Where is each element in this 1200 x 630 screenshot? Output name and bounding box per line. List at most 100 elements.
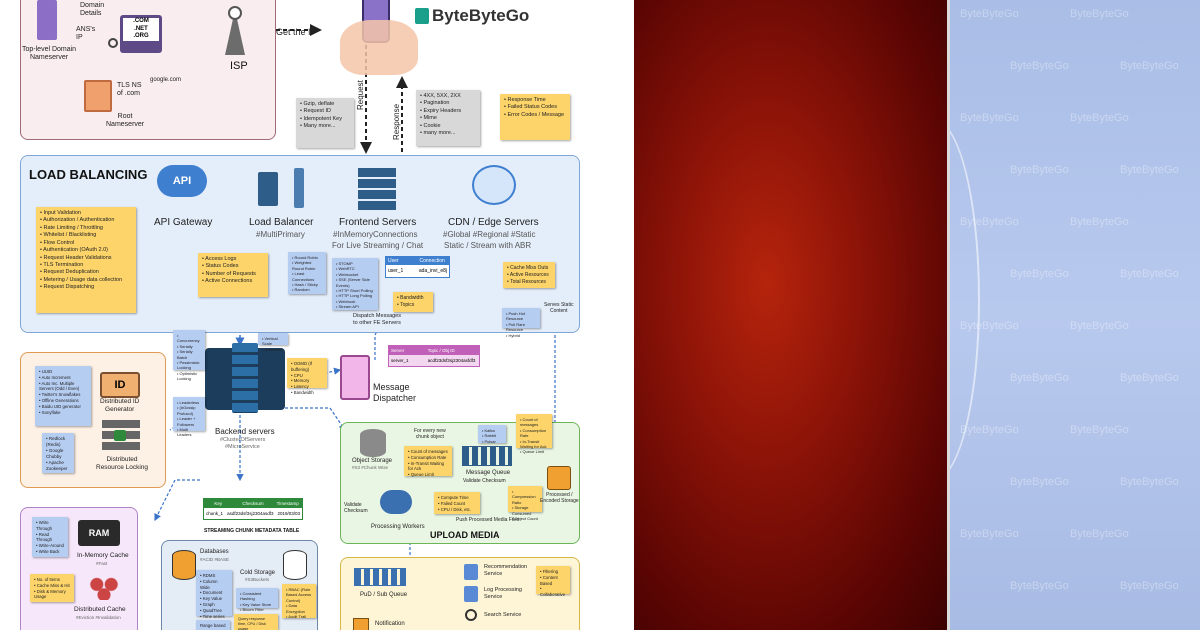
brand-watermark: ByteByteGo [1120, 164, 1179, 176]
dispatcher-table-header: Server Topic / Obj ID [389, 346, 479, 355]
ans-ip-label: ANS's IP [76, 26, 96, 42]
brand-watermark: ByteByteGo [1010, 580, 1069, 592]
fe-protocol: Websocket [336, 272, 374, 277]
tld-list-text: .COM .NET .ORG [123, 18, 159, 41]
backend-metric: OOMD (If buffering) [291, 361, 323, 373]
id-note: Baidu UID generator [39, 404, 87, 410]
notification-label: Notification [375, 621, 405, 627]
queue-notes-upper: Count of messages Consumption Rate In-Tr… [516, 414, 552, 454]
lb-algo: Random [292, 287, 322, 292]
tls-ns-label: TLS NS of .com [117, 82, 142, 98]
databases-label: Databases [200, 549, 229, 555]
log-processing-icon [464, 586, 478, 602]
response-note: Expiry Headers [420, 108, 476, 115]
cold-note: Key Value Store [240, 602, 274, 607]
concurrency-notes: Concurrency Serially Serially Batch Pess… [173, 330, 205, 381]
id-note: Auto Inc. Multiple Servers (Odd / Even) [39, 381, 87, 393]
in-memory-cache-tag: #Fast [96, 561, 108, 566]
brand-watermark: ByteByteGo [960, 8, 1019, 20]
bandwidth-notes: Bandwidth Topics [393, 292, 433, 312]
fe-protocol: WebRTC [336, 266, 374, 271]
response-note: 4XX, 5XX, 2XX [420, 93, 476, 100]
panel-divider [947, 0, 950, 630]
chunk-cell-timestamp: 2019/03/03 [277, 511, 300, 516]
lb-algo: Round Robin [292, 255, 322, 260]
storage-metric: Object Count [512, 516, 538, 521]
load-balancer-icon [258, 172, 278, 206]
fe-protocol: STOMP [336, 261, 374, 266]
lb-metric: Number of Requests [202, 271, 264, 278]
backend-tag-2: #MicroService [225, 444, 260, 450]
kafka-note: Pulsar [482, 439, 502, 444]
lock-note: Redlock (Redis) [46, 436, 70, 448]
queue-metric: Count of messages [408, 449, 448, 455]
conn-header-user: User [388, 258, 399, 264]
processed-storage-label: Processed / Encoded Storage [540, 492, 579, 504]
lock-note: Google Chubby [46, 448, 70, 460]
db-type: RDMS [200, 573, 228, 579]
conn-cell-connection: ada_invi_e8j [418, 268, 447, 274]
chunk-header-timestamp: Timestamp [276, 501, 299, 506]
isp-globe-icon [228, 6, 242, 20]
filtering-notes: Filtering Content Based Collaborative [536, 566, 570, 597]
concurrency-note: Serially Batch [177, 349, 201, 360]
lb-metric: Access Logs [202, 256, 264, 263]
push-pull-note: Push Hot Resource [506, 311, 536, 322]
distributed-cache-tag: #Eviction #Invalidation [76, 615, 121, 620]
gateway-notes: Input Validation Authorization / Authent… [36, 207, 136, 313]
push-pull-notes: Push Hot Resource Pull Rare Resource Hyb… [502, 308, 540, 338]
dispatcher-table: Server Topic / Obj ID server_1 acdf23dsf… [388, 345, 480, 367]
response-metric: Error Codes / Message [504, 112, 566, 119]
brand-watermark: ByteByteGo [960, 216, 1019, 228]
push-files-label: Push Processed Media Files [456, 517, 520, 523]
chunk-cell-checksum: asdf23dsf3sj2304asdf3 [227, 511, 274, 516]
db-type: Document [200, 590, 228, 596]
lock-notes: Redlock (Redis) Google Chubby Apache Zoo… [42, 433, 74, 473]
filtering-note: Collaborative [540, 586, 566, 598]
fe-protocol: Webhook [336, 299, 374, 304]
tld-label: Top-level Domain Nameserver [22, 46, 77, 62]
brand-watermark: ByteByteGo [1070, 8, 1129, 20]
response-note: Mime [420, 115, 476, 122]
brand-watermark: ByteByteGo [1120, 476, 1179, 488]
scale-note: Vertical Scale [262, 336, 284, 347]
cdn-metric: Cache Miss Outs [507, 265, 551, 272]
gateway-note: Authentication (OAuth 2.0) [40, 247, 132, 254]
fe-protocol: Stream API [336, 304, 374, 309]
dispatch-cell-server: server_1 [391, 358, 409, 363]
cache-metric: Cache Miss & Hit [34, 583, 70, 589]
range-note: Range based [196, 620, 230, 630]
lock-note: Apache Zookeeper [46, 460, 70, 472]
db-type: Key Value [200, 596, 228, 602]
brand-watermark: ByteByteGo [960, 528, 1019, 540]
brand-watermark: ByteByteGo [1070, 112, 1129, 124]
id-note: Sonyflake [39, 410, 87, 416]
worker-notes: Compute Time Failed Count CPU / Disk, et… [434, 492, 480, 514]
cold-storage-tag: #S3Buckets [245, 577, 270, 582]
chunk-cell-key: chunk_1 [206, 511, 224, 516]
brand-name: ByteByteGo [432, 6, 530, 25]
kafka-notes: Kafka Rabbit Pulsar [478, 425, 506, 444]
worker-metric: Failed Count [438, 501, 476, 507]
cold-note: Consistent Hashing [240, 591, 274, 602]
cold-storage-icon [283, 550, 307, 580]
pubsub-label: PuD / Sub Queue [360, 592, 408, 598]
object-storage-tag: #S3 #Chunk Wise [352, 465, 389, 470]
db-policy: Audit Trail [286, 614, 312, 619]
brand-watermark: ByteByteGo [960, 320, 1019, 332]
cdn-gears-icon [472, 165, 516, 205]
cdn-metric: Total Resources [507, 279, 551, 286]
processing-workers-icon [380, 490, 412, 514]
conn-cell-user: user_1 [388, 268, 404, 274]
id-note: UUID [39, 369, 87, 375]
leader-note: (#Gossip Protocol) [177, 405, 201, 416]
queue-note: Count of messages [520, 417, 548, 428]
root-label: Root Nameserver [106, 113, 145, 129]
scale-notes: Vertical Scale Horizontal [258, 333, 288, 352]
brand-watermark: ByteByteGo [1070, 216, 1129, 228]
gateway-note: Metering / Usage data collection [40, 277, 132, 284]
response-note: Cookie [420, 123, 476, 130]
tld-net: .NET [134, 25, 148, 32]
tld-list-card: .COM .NET .ORG [120, 15, 162, 53]
chunk-table-title: STREAMING CHUNK METADATA TABLE [204, 528, 300, 534]
